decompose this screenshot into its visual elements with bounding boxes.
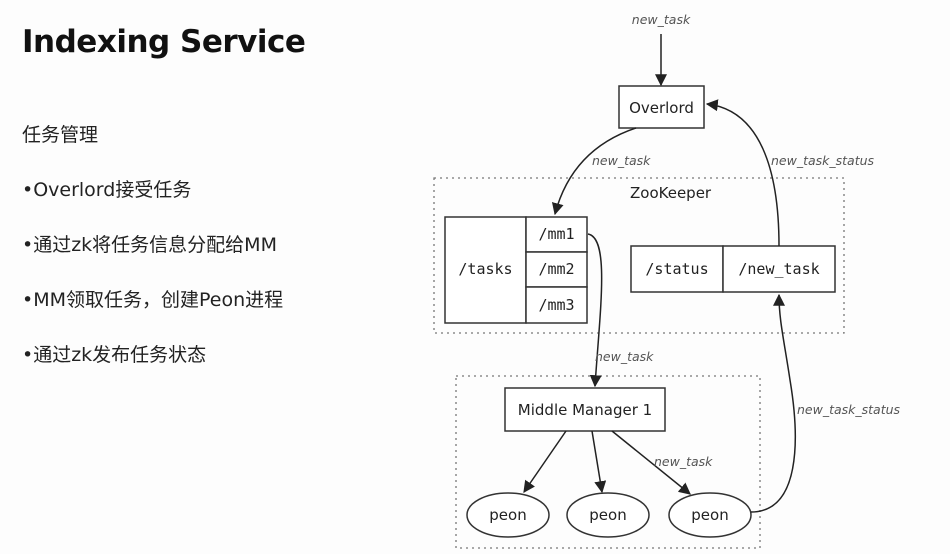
edge-label-status-to-overlord: new_task_status (771, 153, 875, 168)
mm1-node-box (525, 216, 588, 253)
edge-label-input: new_task (632, 12, 691, 27)
peon-label: peon (489, 506, 526, 524)
bullet-item: •MM领取任务，创建Peon进程 (22, 289, 284, 311)
edge-overlord-to-tasks (551, 127, 637, 216)
bullet-item: •通过zk将任务信息分配给MM (22, 234, 277, 256)
mm3-node-label: /mm3 (538, 296, 574, 314)
zookeeper-container (433, 177, 845, 334)
slide-title: Indexing Service (22, 24, 306, 60)
mm3-node-box (525, 286, 588, 324)
mm2-node-box (525, 251, 588, 288)
edge-mm1-to-manager (587, 233, 603, 388)
zookeeper-label: ZooKeeper (630, 184, 712, 202)
peon-node (668, 492, 752, 538)
middle-manager-container (455, 375, 761, 549)
edge-label-manager-to-peon: new_task (654, 454, 713, 469)
bullet-item: 任务管理 (22, 124, 99, 146)
bullet-item: •Overlord接受任务 (22, 179, 192, 201)
mm1-node-label: /mm1 (538, 225, 574, 243)
tasks-node-box (444, 216, 527, 324)
peon-label: peon (691, 506, 728, 524)
tasks-node-label: /tasks (458, 260, 512, 278)
edge-label-overlord-to-tasks: new_task (592, 153, 651, 168)
status-node-label: /status (645, 260, 708, 278)
middle-manager-box (504, 387, 666, 432)
edge-status-to-overlord (705, 99, 780, 247)
new-task-node-box (722, 245, 836, 293)
edge-peon-to-status (750, 293, 796, 513)
peon-node (466, 492, 550, 538)
edge-manager-to-peon (611, 430, 691, 495)
overlord-box (618, 85, 705, 129)
middle-manager-label: Middle Manager 1 (518, 401, 652, 419)
edge-label-peon-to-status: new_task_status (797, 402, 901, 417)
status-node-box (630, 245, 724, 293)
edge-label-mm1-to-manager: new_task (595, 349, 654, 364)
new-task-node-label: /new_task (738, 260, 819, 278)
edge-manager-to-peon (591, 430, 607, 494)
overlord-label: Overlord (629, 99, 694, 117)
mm2-node-label: /mm2 (538, 260, 574, 278)
peon-label: peon (589, 506, 626, 524)
bullet-item: •通过zk发布任务状态 (22, 344, 207, 366)
edge-manager-to-peon (523, 430, 567, 493)
peon-node (566, 492, 650, 538)
